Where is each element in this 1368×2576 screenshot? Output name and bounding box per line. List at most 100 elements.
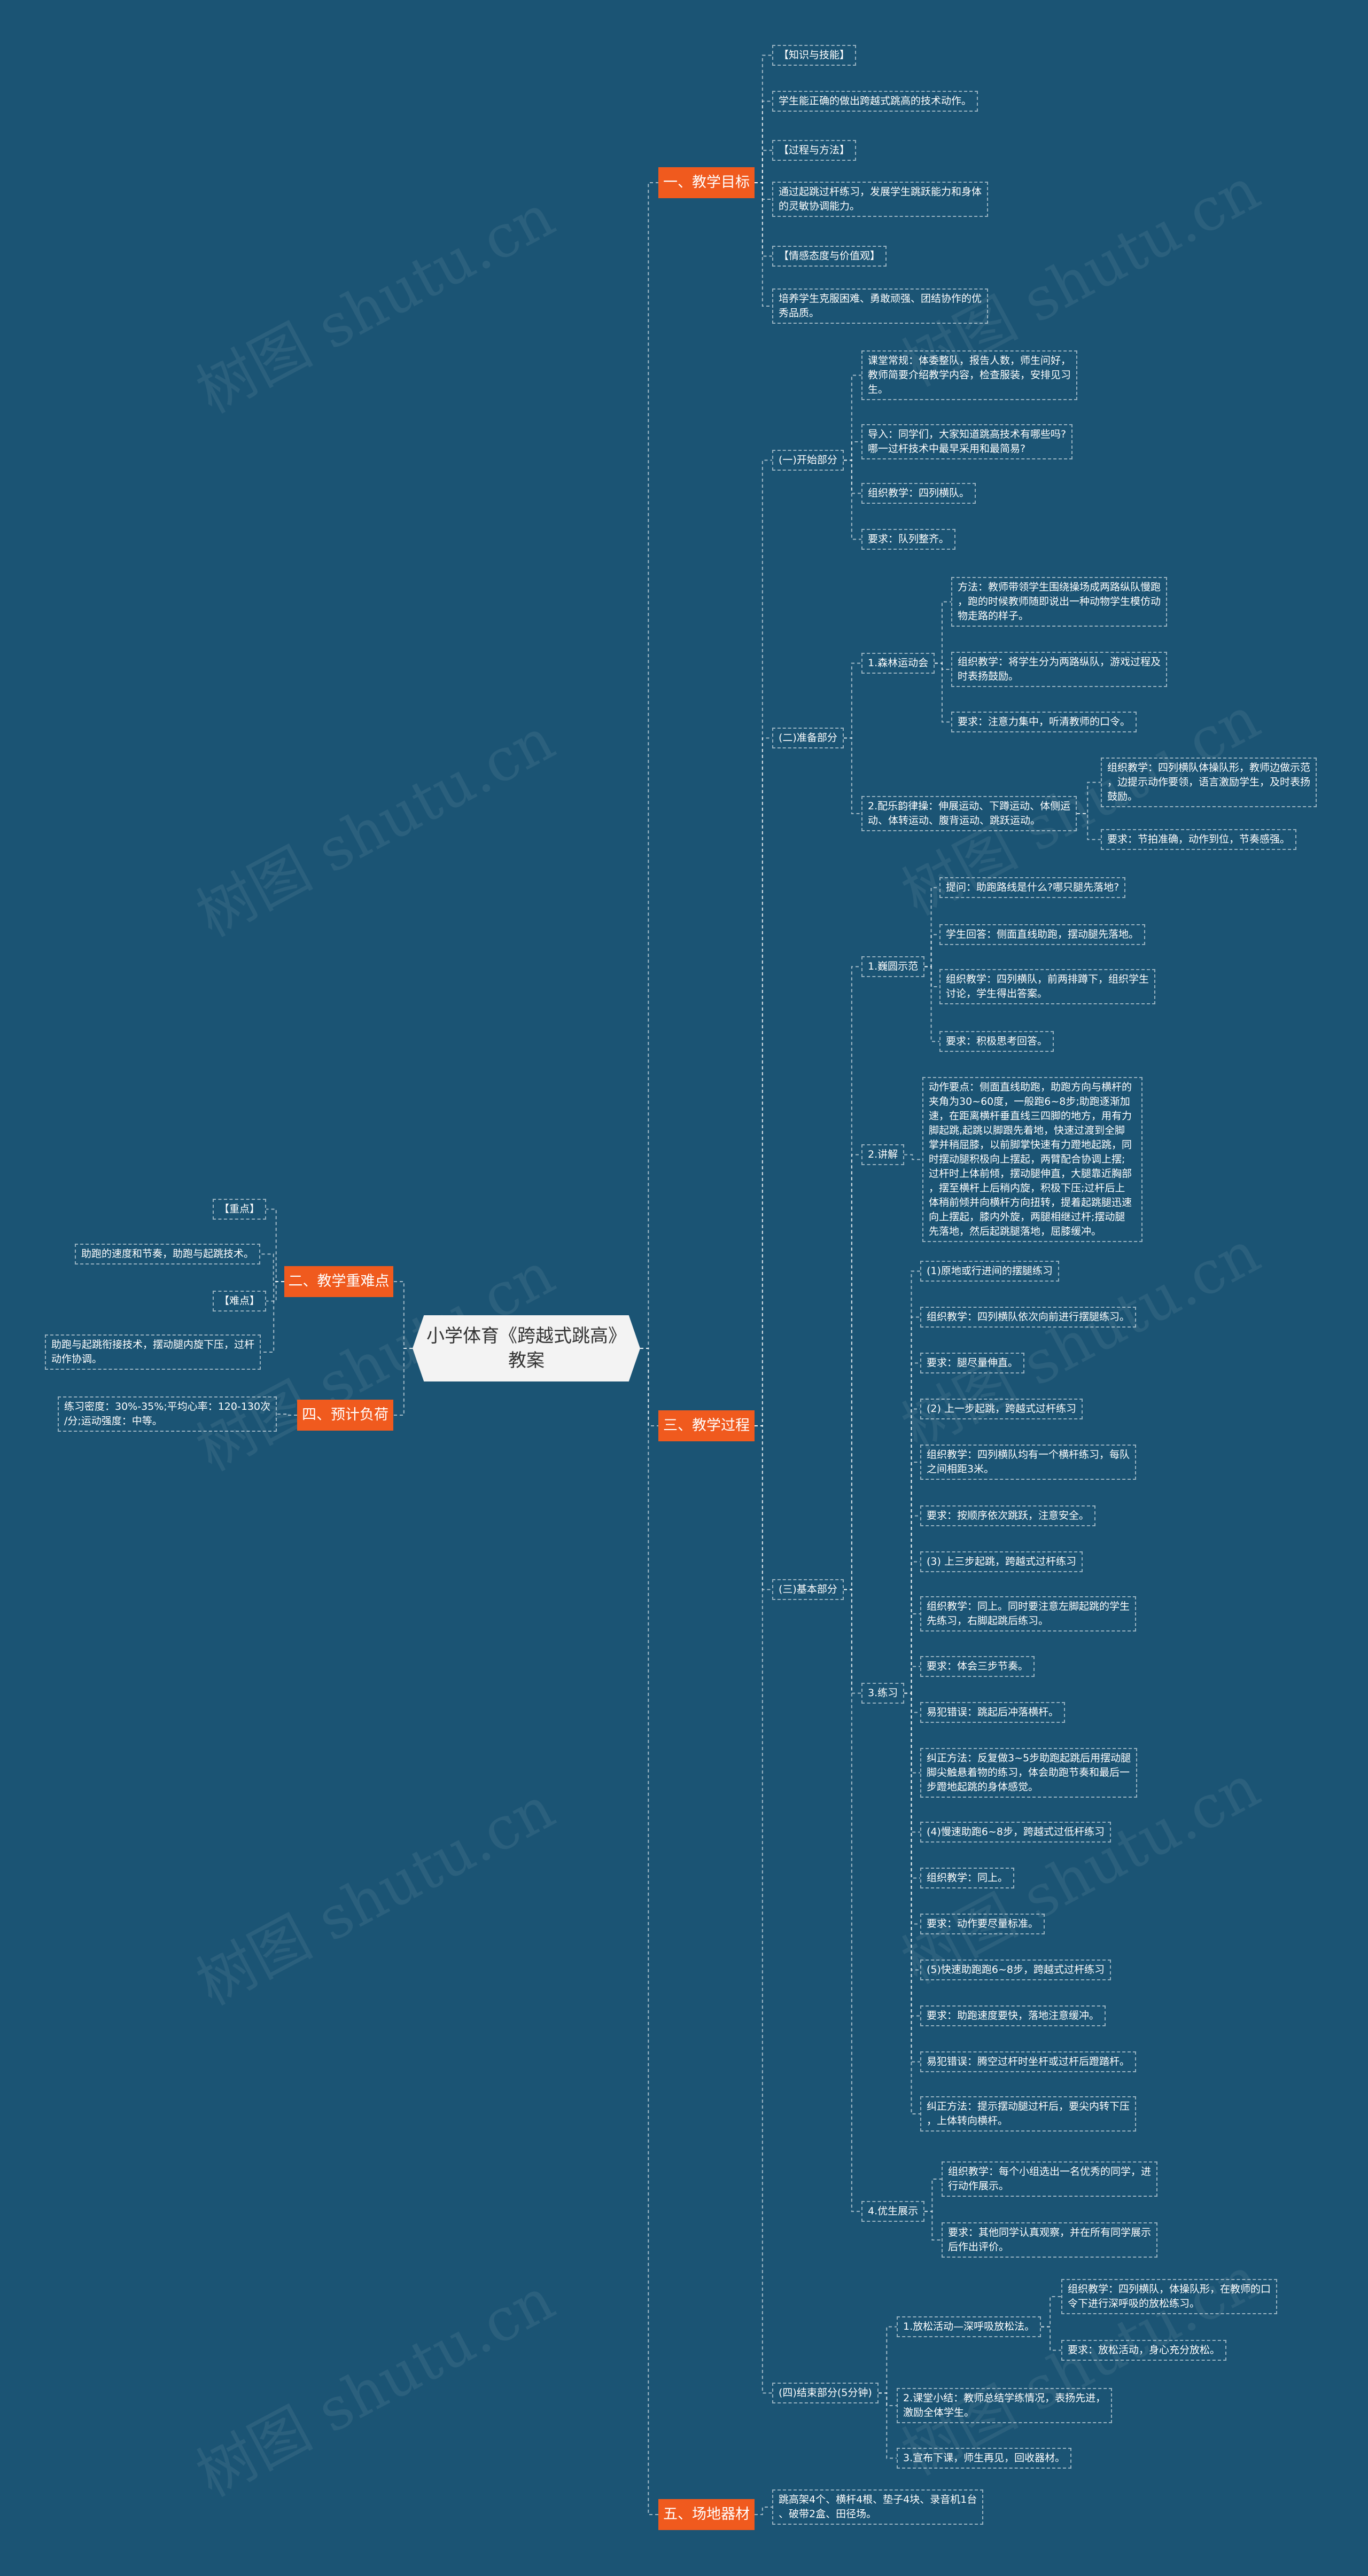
process-item: 提问：助跑路线是什么?哪只腿先落地? <box>939 877 1126 898</box>
branch-teaching-process[interactable]: 三、教学过程 <box>658 1410 755 1441</box>
goal-item: 学生能正确的做出跨越式跳高的技术动作。 <box>772 91 978 112</box>
branch-key-difficulties[interactable]: 二、教学重难点 <box>284 1266 393 1297</box>
process-subsection[interactable]: 2.课堂小结：教师总结学练情况，表扬先进， 激励全体学生。 <box>897 2388 1113 2423</box>
connector-line <box>1041 2326 1061 2351</box>
process-item: 组织教学：每个小组选出一名优秀的同学，进 行动作展示。 <box>942 2161 1158 2197</box>
connector-line <box>755 150 772 183</box>
process-item: 要求：体会三步节奏。 <box>920 1656 1035 1677</box>
process-item: 纠正方法：反复做3~5步助跑起跳后用摆动腿 脚尖触悬着物的练习，体会助跑节奏和最… <box>920 1748 1138 1798</box>
branch-venue-equipment[interactable]: 五、场地器材 <box>658 2499 755 2530</box>
process-item: 要求：队列整齐。 <box>861 529 956 550</box>
process-section-warmup[interactable]: (二)准备部分 <box>772 728 844 748</box>
process-section-main[interactable]: (三)基本部分 <box>772 1579 844 1600</box>
goal-heading-attitude: 【情感态度与价值观】 <box>772 246 887 267</box>
process-item: 课堂常规：体委整队，报告人数，师生问好， 教师简要介绍教学内容，检查服装，安排见… <box>861 350 1078 400</box>
connector-line <box>755 1425 772 2394</box>
connector-line <box>266 1208 284 1282</box>
branch-expected-load[interactable]: 四、预计负荷 <box>297 1400 393 1431</box>
goal-heading-process: 【过程与方法】 <box>772 140 857 161</box>
connector-line <box>904 1561 920 1694</box>
process-subsection[interactable]: 3.宣布下课，师生再见，回收器材。 <box>897 2448 1072 2469</box>
connector-line <box>924 887 939 967</box>
keypoint-heading-difficulty: 【难点】 <box>213 1291 267 1312</box>
process-subsection[interactable]: 1.放松活动—深呼吸放松法。 <box>897 2316 1041 2337</box>
connector-line <box>755 1425 772 1590</box>
connector-line <box>755 54 772 183</box>
process-item: 要求：助跑速度要快，落地注意缓冲。 <box>920 2005 1106 2026</box>
connector-line <box>1077 782 1101 814</box>
process-item: 组织教学：四列横队，前两排蹲下，组织学生 讨论，学生得出答案。 <box>939 969 1156 1004</box>
process-subsection[interactable]: 1.森林运动会 <box>861 653 935 674</box>
connector-line <box>879 2392 897 2406</box>
process-item: 要求：节拍准确，动作到位，节奏感强。 <box>1101 829 1297 850</box>
connector-line <box>904 1692 920 1925</box>
goal-item: 通过起跳过杆练习，发展学生跳跃能力和身体 的灵敏协调能力。 <box>772 182 989 217</box>
connector-line <box>844 1589 861 2212</box>
connector-line <box>904 1613 920 1694</box>
connector-line <box>904 1692 920 2114</box>
process-item: 组织教学：将学生分为两路纵队，游戏过程及 时表扬鼓励。 <box>951 652 1168 687</box>
connector-line <box>755 182 772 200</box>
process-item: 组织教学：四列横队，体操队形，在教师的口 令下进行深呼吸的放松练习。 <box>1061 2279 1278 2314</box>
keypoint-heading-focus: 【重点】 <box>213 1199 267 1220</box>
connector-line <box>1077 813 1101 840</box>
connector-line <box>755 100 772 183</box>
connector-line <box>260 1253 284 1282</box>
process-item: (3) 上三步起跳，跨越式过杆练习 <box>920 1551 1083 1572</box>
process-item: 要求：其他同学认真观察，并在所有同学展示 后作出评价。 <box>942 2222 1158 2258</box>
process-item: 要求：动作要尽量标准。 <box>920 1914 1045 1934</box>
root-topic[interactable]: 小学体育《跨越式跳高》 教案 <box>413 1315 640 1381</box>
connector-line <box>924 2211 942 2241</box>
process-subsection[interactable]: 2.配乐韵律操：伸展运动、下蹲运动、体侧运 动、体转运动、腹背运动、跳跃运动。 <box>861 796 1077 831</box>
connector-line <box>879 2326 897 2394</box>
process-item: 易犯错误：跳起后冲落横杆。 <box>920 1702 1066 1723</box>
process-section-ending[interactable]: (四)结束部分(5分钟) <box>772 2383 879 2403</box>
process-item: 组织教学：同上。同时要注意左脚起跳的学生 先练习，右脚起跳后练习。 <box>920 1596 1137 1632</box>
connector-line <box>844 662 861 739</box>
connector-line <box>904 1666 920 1694</box>
process-subsection[interactable]: 2.讲解 <box>861 1144 905 1165</box>
connector-line <box>904 1692 920 2063</box>
load-detail: 练习密度：30%-35%;平均心率：120-130次 /分;运动强度：中等。 <box>58 1396 277 1432</box>
connector-line <box>935 662 951 723</box>
process-item: 方法：教师带领学生围绕操场成两路纵队慢跑 ，跑的时候教师随即说出一种动物学生模仿… <box>951 577 1168 627</box>
connector-line <box>844 374 861 461</box>
process-item: (2) 上一步起跳，跨越式过杆练习 <box>920 1399 1083 1419</box>
process-item: 组织教学：同上。 <box>920 1868 1015 1888</box>
process-subsection[interactable]: 4.优生展示 <box>861 2201 925 2222</box>
connector-line <box>924 966 939 987</box>
connector-line <box>879 2392 897 2459</box>
connector-line <box>904 1692 920 1774</box>
goal-heading-knowledge: 【知识与技能】 <box>772 45 857 66</box>
process-item: 易犯错误：腾空过杆时坐杆或过杆后蹬踏杆。 <box>920 2051 1137 2072</box>
branch-teaching-goals[interactable]: 一、教学目标 <box>658 167 755 198</box>
connector-line <box>755 2507 772 2515</box>
process-subsection[interactable]: 3.练习 <box>861 1683 905 1704</box>
process-item: 要求：放松活动，身心充分放松。 <box>1061 2340 1227 2361</box>
connector-line <box>755 737 772 1426</box>
connector-line <box>844 1589 861 1694</box>
process-item: 组织教学：四列横队均有一个横杆练习，每队 之间相距3米。 <box>920 1445 1137 1480</box>
connector-line <box>755 182 772 307</box>
process-subsection[interactable]: 1.巍圆示范 <box>861 956 925 977</box>
connector-line <box>640 1348 658 1426</box>
process-item: 要求：积极思考回答。 <box>939 1031 1054 1052</box>
connector-line <box>844 1154 861 1590</box>
process-item: 要求：注意力集中，听清教师的口令。 <box>951 712 1137 732</box>
connector-line <box>904 1270 920 1694</box>
connector-line <box>904 1692 920 1879</box>
connector-line <box>1041 2296 1061 2328</box>
process-section-opening[interactable]: (一)开始部分 <box>772 450 844 471</box>
connector-line <box>904 1154 922 1160</box>
keypoint-item: 助跑与起跳衔接技术，摆动腿内旋下压，过杆 动作协调。 <box>45 1334 261 1370</box>
venue-detail: 跳高架4个、横杆4根、垫子4块、录音机1台 、破带2盒、田径场。 <box>772 2489 984 2525</box>
process-item: 组织教学：四列横队。 <box>861 483 976 504</box>
process-item: (1)原地或行进间的摆腿练习 <box>920 1261 1059 1282</box>
process-item: 纠正方法：提示摆动腿过杆后，要尖内转下压 ，上体转向横杆。 <box>920 2096 1137 2132</box>
process-item: 组织教学：四列横队体操队形，教师边做示范 ，边提示动作要领，语言激励学生，及时表… <box>1101 758 1317 807</box>
connector-line <box>904 1462 920 1694</box>
process-item: 要求：腿尽量伸直。 <box>920 1353 1025 1373</box>
connector-line <box>393 1348 413 1416</box>
